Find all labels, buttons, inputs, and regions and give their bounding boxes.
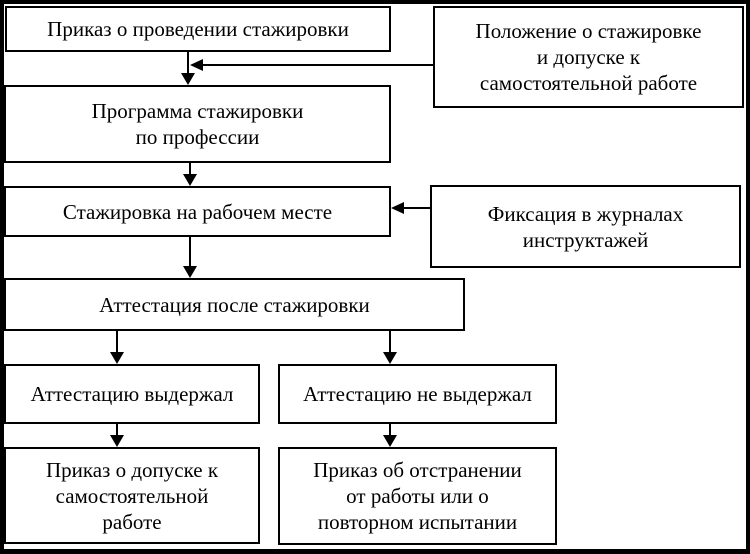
arrow-regulation-head-icon	[190, 59, 203, 71]
arrow-order-to-program-line	[187, 52, 189, 74]
node-failed: Аттестацию не выдержал	[278, 364, 557, 424]
arrow-workplace-to-attestation-line	[189, 237, 191, 267]
arrow-program-to-workplace-line	[189, 163, 191, 175]
arrow-failed-to-suspend-line	[389, 424, 391, 436]
node-order-suspend: Приказ об отстранении от работы или о по…	[278, 447, 557, 545]
arrow-passed-to-admit-head-icon	[110, 435, 124, 447]
node-workplace: Стажировка на рабочем месте	[4, 186, 391, 237]
node-attestation: Аттестация после стажировки	[4, 278, 465, 331]
arrow-attestation-to-passed-head-icon	[110, 352, 124, 364]
arrow-attestation-to-passed-line	[116, 331, 118, 353]
node-order-admit: Приказ о допуске к самостоятельной работ…	[4, 447, 260, 544]
arrow-failed-to-suspend-head-icon	[383, 435, 397, 447]
node-passed: Аттестацию выдержал	[4, 364, 260, 424]
arrow-attestation-to-failed-head-icon	[383, 352, 397, 364]
node-order-conduct: Приказ о проведении стажировки	[5, 6, 391, 52]
node-journals: Фиксация в журналах инструктажей	[430, 185, 741, 268]
arrow-program-to-workplace-head-icon	[183, 174, 197, 186]
node-regulation: Положение о стажировке и допуске к самос…	[433, 6, 744, 108]
arrow-journals-head-icon	[391, 202, 404, 214]
arrow-passed-to-admit-line	[116, 424, 118, 436]
arrow-regulation-line	[203, 64, 433, 66]
arrow-journals-line	[404, 207, 430, 209]
arrow-workplace-to-attestation-head-icon	[183, 266, 197, 278]
arrow-order-to-program-head-icon	[181, 73, 195, 85]
node-program: Программа стажировки по профессии	[4, 85, 391, 163]
arrow-attestation-to-failed-line	[389, 331, 391, 353]
